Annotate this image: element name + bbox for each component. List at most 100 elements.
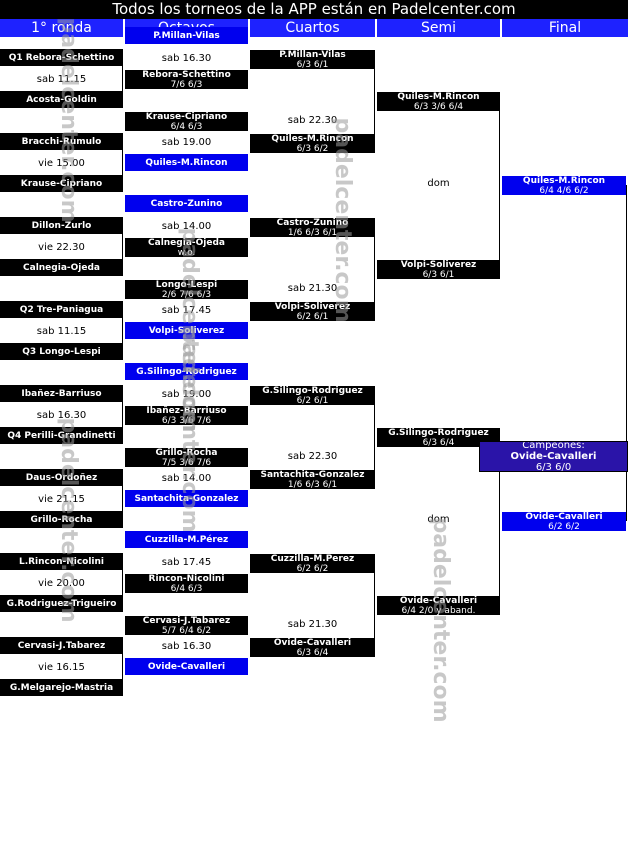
final-score: 6/4 4/6 6/2 (539, 185, 589, 196)
round1-entry: Q1 Rebora-Schettino (0, 49, 123, 66)
round1-schedule: vie 20.00 (38, 578, 85, 589)
round1-entry: Dillon-Zurlo (0, 217, 123, 234)
round1-schedule: sab 16.30 (36, 410, 87, 421)
octavos-schedule: sab 14.00 (161, 473, 212, 484)
octavos-team-name: Santachita-Gonzalez (134, 493, 239, 504)
round1-schedule: sab 11.15 (36, 74, 87, 85)
octavos-team-name: Ibañez-Barriuso (146, 406, 227, 416)
octavos-entry: Quiles-M.Rincon (125, 154, 248, 171)
semi-score: 6/3 6/1 (422, 269, 455, 280)
cuartos-team-name: Ovide-Cavalleri (273, 638, 352, 648)
semi-team-name: Volpi-Soliverez (400, 260, 477, 270)
cuartos-connector (374, 227, 375, 311)
octavos-score: 7/6 6/3 (170, 79, 203, 90)
octavos-entry: Cuzzilla-M.Pérez (125, 531, 248, 548)
round1-connector (122, 561, 123, 603)
round1-schedule: sab 11.15 (36, 326, 87, 337)
round1-team-name: G.Melgarejo-Mastria (9, 682, 114, 693)
cuartos-team-name: P.Millan-Vilas (279, 50, 346, 60)
octavos-schedule: sab 19.00 (161, 389, 212, 400)
cuartos-team-name: Cuzzilla-M.Perez (270, 554, 355, 564)
octavos-entry: Castro-Zunino (125, 195, 248, 212)
semi-team-name: G.Silingo-Rodriguez (388, 428, 489, 438)
round1-schedule: vie 15.00 (38, 158, 85, 169)
round1-schedule: vie 21.15 (38, 494, 85, 505)
round1-team-name: Bracchi-Rumulo (21, 136, 102, 147)
round1-entry: Daus-Ordoñez (0, 469, 123, 486)
octavos-schedule: sab 17.45 (161, 305, 212, 316)
cuartos-team-name: Quiles-M.Rincon (271, 134, 354, 144)
octavos-team-name: Grillo-Rocha (155, 448, 218, 458)
octavos-team-name: Rebora-Schettino (142, 70, 231, 80)
round1-team-name: Q3 Longo-Lespi (22, 346, 101, 357)
round1-connector (122, 309, 123, 351)
octavos-entry: P.Millan-Vilas (125, 27, 248, 44)
champion-label: Campeones: (522, 441, 585, 451)
cuartos-score: 6/2 6/1 (296, 311, 329, 322)
cuartos-team-name: Castro-Zunino (276, 218, 349, 228)
semi-score: 6/3 3/6 6/4 (413, 101, 464, 112)
round1-entry: Bracchi-Rumulo (0, 133, 123, 150)
round1-connector (122, 225, 123, 267)
cuartos-team-name: Volpi-Soliverez (274, 302, 351, 312)
champion-score: 6/3 6/0 (535, 462, 572, 472)
semi-team-name: Ovide-Cavalleri (399, 596, 478, 606)
champion-team-name: Ovide-Cavalleri (510, 451, 597, 462)
cuartos-score: 6/2 6/2 (296, 563, 329, 574)
cuartos-score: 1/6 6/3 6/1 (287, 479, 338, 490)
round1-entry: Q3 Longo-Lespi (0, 343, 123, 360)
octavos-schedule: sab 17.45 (161, 557, 212, 568)
cuartos-schedule: sab 22.30 (287, 451, 338, 462)
semi-schedule: dom (427, 178, 450, 189)
octavos-team-name: Rincon-Nicolini (148, 574, 225, 584)
octavos-entry: Volpi-Soliverez (125, 322, 248, 339)
page-title: Todos los torneos de la APP están en Pad… (0, 0, 628, 19)
round1-connector (122, 141, 123, 183)
octavos-team-name: Longo-Lespi (155, 280, 218, 290)
cuartos-score: 6/3 6/1 (296, 59, 329, 70)
octavos-team-name: G.Silingo-Rodriguez (136, 366, 237, 377)
round1-team-name: Dillon-Zurlo (31, 220, 92, 231)
round1-entry: Krause-Cipriano (0, 175, 123, 192)
octavos-team-name: P.Millan-Vilas (153, 30, 220, 41)
round1-entry: Q2 Tre-Paniagua (0, 301, 123, 318)
octavos-score: 7/5 3/6 7/6 (161, 457, 212, 468)
round1-entry: Ibañez-Barriuso (0, 385, 123, 402)
cuartos-score: 6/3 6/2 (296, 143, 329, 154)
semi-connector (499, 101, 500, 269)
octavos-score: 6/4 6/3 (170, 583, 203, 594)
octavos-schedule: sab 14.00 (161, 221, 212, 232)
round1-connector (122, 57, 123, 99)
octavos-team-name: Ovide-Cavalleri (147, 661, 226, 672)
round1-team-name: Cervasi-J.Tabarez (17, 640, 106, 651)
semi-schedule: dom (427, 514, 450, 525)
round1-team-name: Ibañez-Barriuso (21, 388, 102, 399)
header-round1: 1° ronda (0, 19, 123, 37)
round1-schedule: vie 22.30 (38, 242, 85, 253)
final-team-name: Ovide-Cavalleri (525, 512, 603, 522)
round1-team-name: Q4 Perilli-Grandinetti (7, 430, 116, 441)
round1-entry: L.Rincon-Nicolini (0, 553, 123, 570)
final-score: 6/2 6/2 (548, 521, 580, 532)
cuartos-schedule: sab 21.30 (287, 283, 338, 294)
cuartos-team-name: Santachita-Gonzalez (260, 470, 365, 480)
round1-team-name: Q2 Tre-Paniagua (19, 304, 104, 315)
semi-score: 6/3 6/4 (422, 437, 455, 448)
cuartos-connector (374, 59, 375, 143)
round1-entry: Acosta-Goldin (0, 91, 123, 108)
